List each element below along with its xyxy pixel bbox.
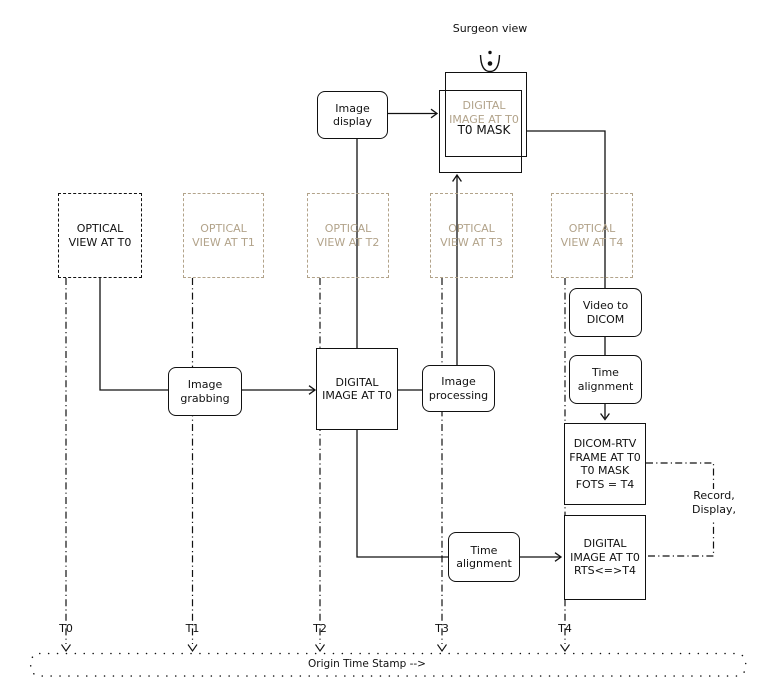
arrowhead-t0: [61, 644, 71, 652]
timeline-tick-t0: T0: [59, 622, 73, 635]
connector-optical-t0-to-image-grabbing: [99, 278, 168, 391]
arrowhead-t3: [437, 644, 447, 652]
box-image-grabbing: Image grabbing: [168, 367, 242, 416]
arrowhead-into-mask-bottom: [452, 173, 462, 182]
box-time-alignment-video: Time alignment: [569, 355, 642, 404]
arrowhead-t4: [560, 644, 570, 652]
timestamp-lines: [65, 278, 715, 644]
optical-view-t2: OPTICAL VIEW AT T2: [307, 193, 389, 278]
arrowhead-into-digital-image: [308, 385, 317, 395]
box-digital-image-rts: DIGITAL IMAGE AT T0 RTS<=>T4: [564, 515, 646, 600]
mask-front-frame: [439, 90, 522, 173]
origin-time-stamp-label: Origin Time Stamp -->: [308, 658, 426, 670]
optical-view-t3: OPTICAL VIEW AT T3: [430, 193, 513, 278]
timeline-tick-t4: T4: [558, 622, 572, 635]
timeline-tick-t3: T3: [435, 622, 449, 635]
connector-digital-image-to-time-alignment: [356, 430, 448, 558]
arrowhead-into-mask-left: [430, 108, 439, 119]
timestamp-arrowheads: [61, 644, 570, 652]
optical-view-t4: OPTICAL VIEW AT T4: [551, 193, 633, 278]
mask-ghost-label: DIGITAL IMAGE AT T0: [449, 99, 519, 126]
arrowhead-t1: [187, 644, 198, 652]
record-display-note: Record, Display,: [685, 489, 743, 522]
flow-connectors: [99, 108, 610, 562]
surgeon-eye-icon: [479, 50, 501, 73]
box-video-to-dicom: Video to DICOM: [569, 288, 642, 337]
box-digital-image-t0: DIGITAL IMAGE AT T0: [316, 348, 398, 430]
optical-view-t0: OPTICAL VIEW AT T0: [58, 193, 142, 278]
arrowhead-into-dicom-rtv: [600, 413, 610, 421]
box-dicom-rtv-frame: DICOM-RTV FRAME AT T0 T0 MASK FOTS = T4: [564, 423, 646, 505]
box-image-processing: Image processing: [422, 365, 495, 412]
record-display-connector: [646, 462, 715, 557]
connector-mask-to-video-to-dicom: [527, 130, 606, 288]
arrowhead-t2: [315, 644, 325, 652]
optical-view-t1: OPTICAL VIEW AT T1: [183, 193, 264, 278]
arrowhead-into-digital-image-rts: [554, 552, 563, 562]
mask-front-label: T0 MASK: [457, 123, 511, 137]
surgeon-view-label: Surgeon view: [452, 22, 528, 35]
box-image-display: Image display: [317, 91, 388, 139]
timeline-tick-t1: T1: [185, 622, 200, 635]
mask-back-frame: [445, 72, 527, 157]
box-time-alignment-digital: Time alignment: [448, 532, 520, 582]
timeline-tick-t2: T2: [313, 622, 327, 635]
